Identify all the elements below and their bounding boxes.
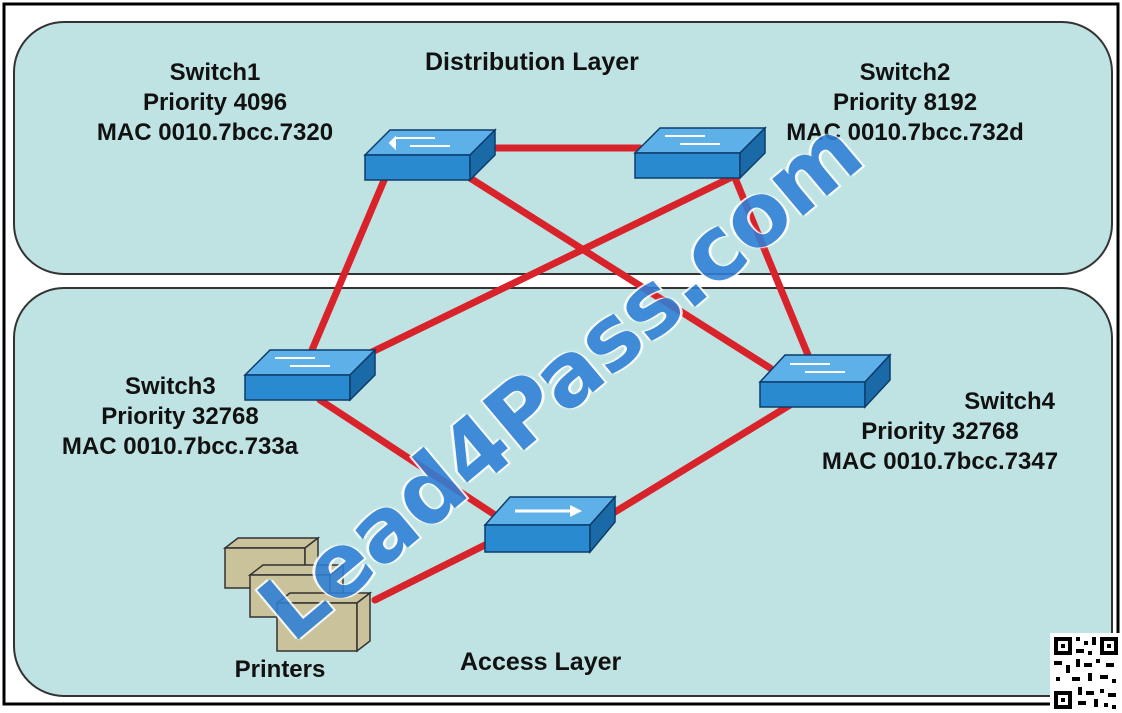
printers-icon[interactable] — [222, 536, 373, 653]
access-switch-icon[interactable] — [483, 495, 617, 555]
switch1-name: Switch1 — [169, 59, 261, 86]
switch4-priority: Priority 32768 — [861, 418, 1019, 445]
link-switch1-switch3 — [308, 174, 389, 354]
link-switch2-switch3 — [368, 174, 734, 356]
access-layer-title: Access Layer — [460, 648, 622, 676]
switch4-mac: MAC 0010.7bcc.7347 — [821, 448, 1059, 475]
link-switch4-access — [606, 401, 794, 519]
switch3-priority: Priority 32768 — [101, 403, 259, 430]
switch3-mac: MAC 0010.7bcc.733a — [61, 433, 299, 460]
switch4-name: Switch4 — [964, 388, 1055, 415]
switch3-icon[interactable] — [243, 348, 377, 402]
link-switch3-access — [316, 396, 499, 519]
switch2-mac: MAC 0010.7bcc.732d — [786, 119, 1024, 146]
switch1-icon[interactable] — [363, 128, 497, 182]
switch1-mac: MAC 0010.7bcc.7320 — [96, 119, 334, 146]
printers-label: Printers — [234, 656, 326, 683]
switch1-priority: Priority 4096 — [142, 89, 288, 116]
link-access-printers — [371, 541, 489, 604]
switch2-icon[interactable] — [633, 126, 767, 180]
switch2-name: Switch2 — [859, 59, 951, 86]
link-switch1-switch4 — [466, 174, 774, 372]
link-switch2-switch4 — [731, 174, 812, 359]
switch4-label: Switch4 Priority 32768 MAC 0010.7bcc.734… — [785, 387, 1095, 477]
switch2-label: Switch2 Priority 8192 MAC 0010.7bcc.732d — [760, 58, 1050, 148]
switch4-icon[interactable] — [758, 353, 892, 409]
distribution-layer-title: Distribution Layer — [425, 48, 639, 76]
qr-code-icon — [1050, 633, 1122, 713]
switch3-label: Switch3 Priority 32768 MAC 0010.7bcc.733… — [30, 372, 330, 462]
switch1-label: Switch1 Priority 4096 MAC 0010.7bcc.7320 — [70, 58, 360, 148]
switch2-priority: Priority 8192 — [832, 89, 978, 116]
switch3-name: Switch3 — [125, 373, 216, 400]
